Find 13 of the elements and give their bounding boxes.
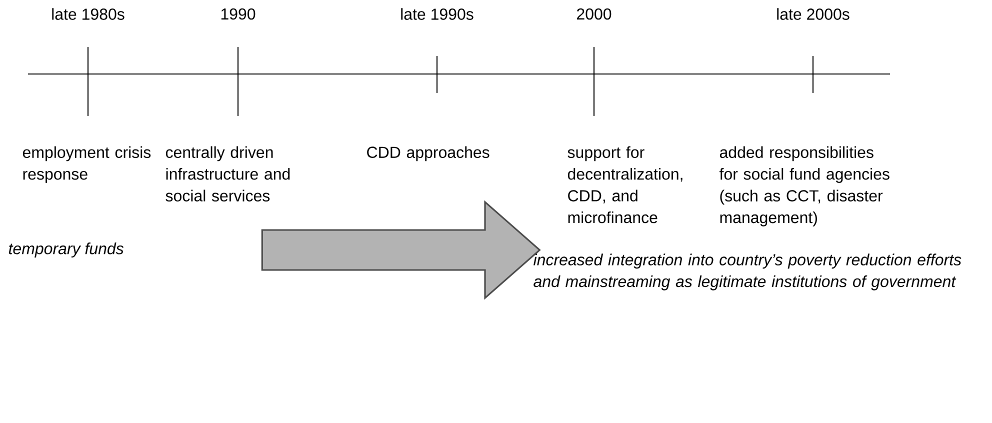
milestone-text: added responsibilities for social fund agencies (such as CCT, disaster management) (720, 146, 890, 226)
milestone-text: support for decentralization, CDD, and microfinance (568, 146, 682, 224)
year-label: late 2000s (777, 8, 850, 20)
milestone-text: employment crisis response (22, 146, 151, 183)
year-label: 1990 (221, 8, 256, 20)
period-text: increased integration into country’s poverty reduction efforts and mainstreaming as legitimate institutions of government (534, 254, 962, 290)
year-label: 2000 (577, 8, 612, 20)
milestone-text: centrally driven infrastructure and social services (166, 146, 290, 202)
block-arrow (261, 200, 541, 300)
year-label: late 1980s (52, 8, 124, 20)
period-text: temporary funds (9, 242, 124, 258)
year-label: late 1990s (401, 8, 474, 20)
milestone-text: CDD approaches (367, 146, 490, 162)
